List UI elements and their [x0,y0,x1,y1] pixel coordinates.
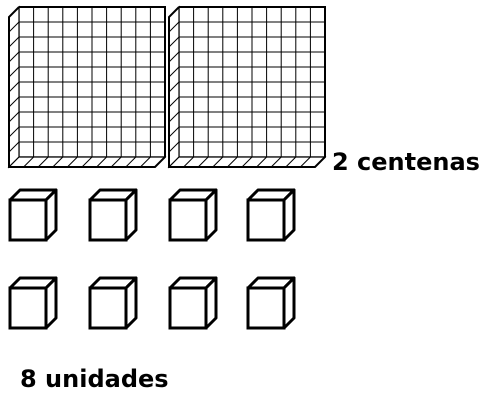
unit-cube [168,276,218,330]
unit-cube [8,188,58,242]
unit-cube [168,188,218,242]
unit-cube [246,276,296,330]
unit-cube [88,276,138,330]
hundred-flat [7,5,167,169]
units-label: 8 unidades [20,365,169,393]
unit-cube [88,188,138,242]
unit-cube [246,188,296,242]
hundreds-label: 2 centenas [332,148,480,176]
unit-cube [8,276,58,330]
hundred-flat [167,5,327,169]
